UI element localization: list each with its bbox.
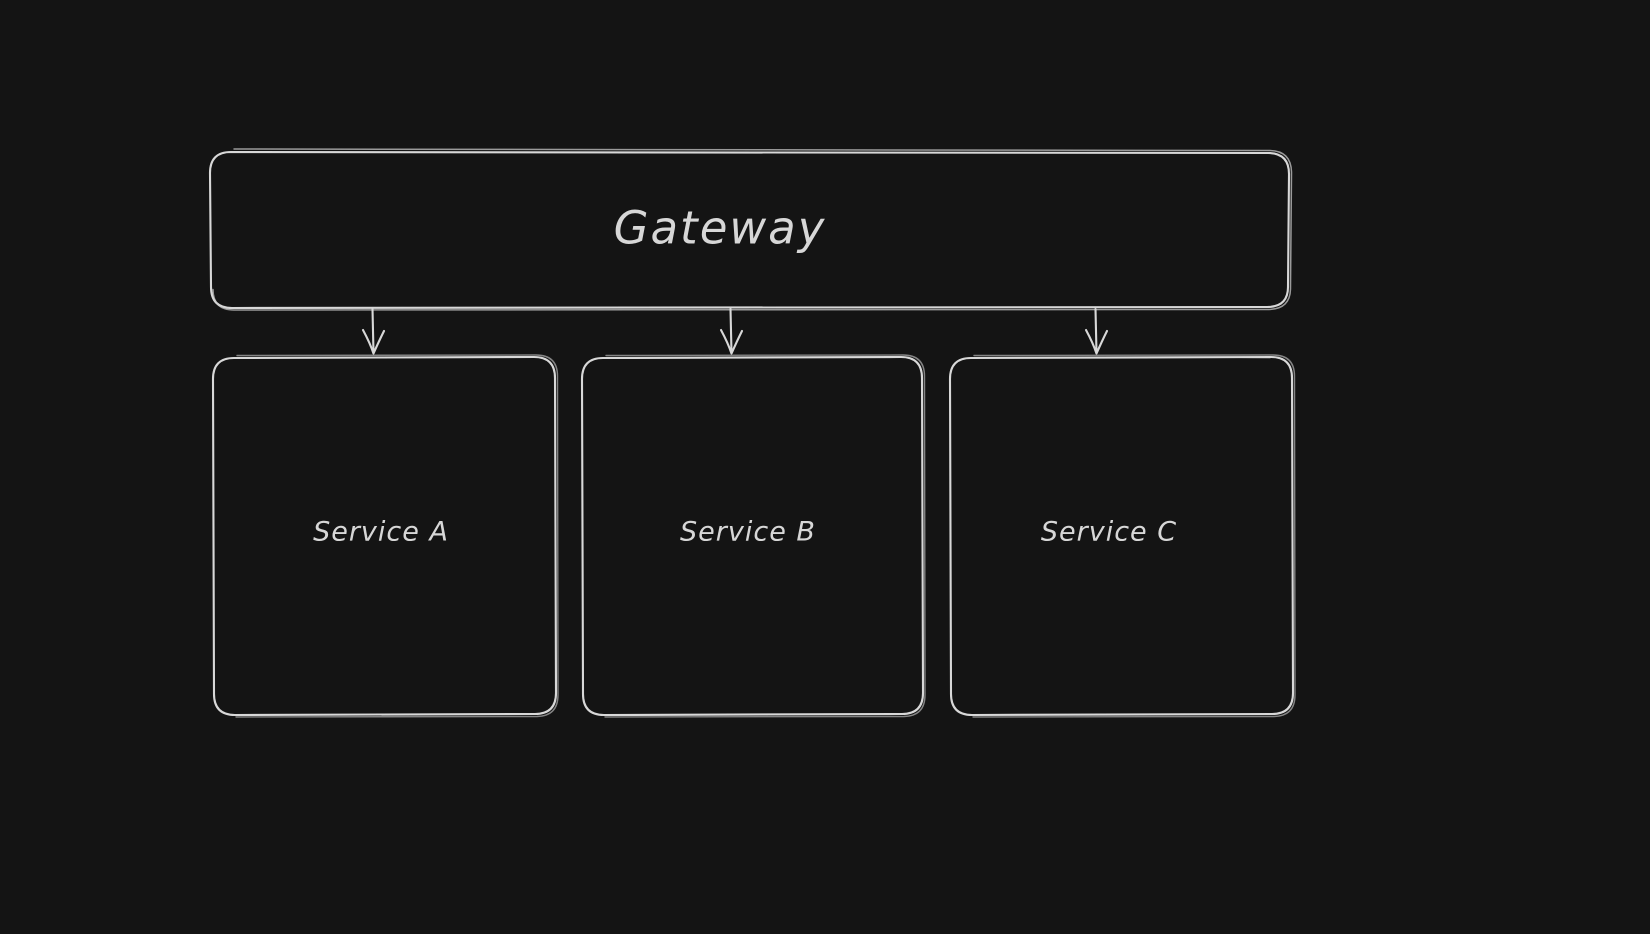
edge-gateway-service-c[interactable]: [1084, 307, 1109, 355]
node-service-b[interactable]: [580, 354, 926, 718]
edge-gateway-service-a[interactable]: [361, 307, 386, 355]
node-service-a-outline: [211, 355, 558, 717]
node-service-a-outline-second-pass: [235, 354, 559, 718]
node-service-b-outline: [580, 355, 925, 717]
edge-gateway-service-c-arrowhead: [1084, 328, 1109, 355]
edge-gateway-service-b-arrowhead: [719, 328, 744, 355]
edge-gateway-service-c-line: [1094, 307, 1098, 355]
node-service-c-outline-second-pass: [972, 354, 1296, 718]
node-gateway-outline: [208, 150, 1291, 310]
edge-gateway-service-a-line: [371, 307, 375, 355]
edge-gateway-service-a-arrowhead: [361, 328, 386, 355]
node-service-c[interactable]: [948, 354, 1296, 718]
node-gateway[interactable]: [208, 148, 1293, 311]
node-service-b-outline-second-pass: [604, 354, 926, 718]
node-gateway-outline-second-pass: [212, 148, 1293, 311]
node-service-c-outline: [948, 355, 1295, 717]
edge-gateway-service-b[interactable]: [719, 307, 744, 355]
node-service-a[interactable]: [211, 354, 559, 718]
edge-gateway-service-b-line: [729, 307, 733, 355]
